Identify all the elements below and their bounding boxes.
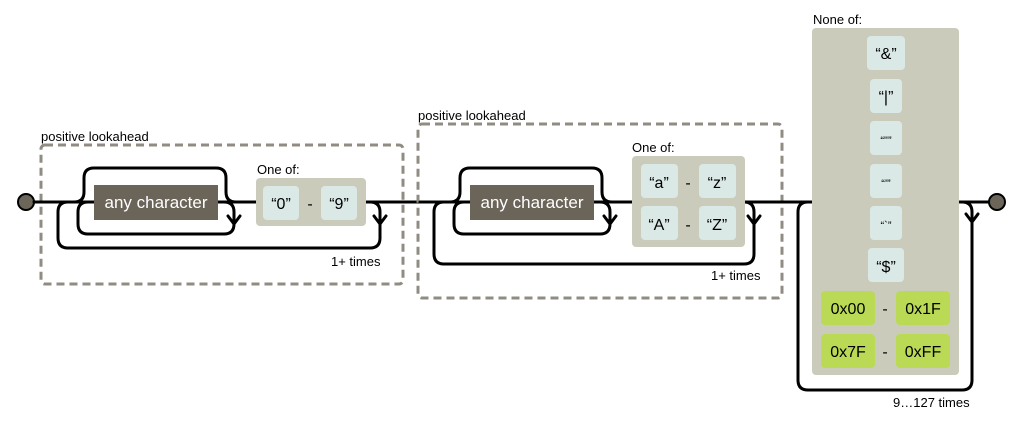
range-from: “0” <box>271 196 291 213</box>
hex-node <box>896 334 950 368</box>
literal-node <box>870 206 902 240</box>
range-to: 0x1F <box>905 301 941 318</box>
range-dash: - <box>685 217 690 234</box>
lookahead-label-1: positive lookahead <box>41 129 149 144</box>
repeat-label-3: 9…127 times <box>893 395 970 410</box>
arrow-down-icon <box>226 214 242 226</box>
repeat-loop <box>76 200 236 236</box>
literal-node <box>870 164 902 198</box>
hex-node <box>821 291 875 325</box>
range-to: “Z” <box>707 217 727 234</box>
hex-node <box>896 291 950 325</box>
start-point <box>17 193 35 211</box>
literal-value: “'” <box>881 178 891 190</box>
literal-node <box>699 206 736 240</box>
literal-value: “|” <box>879 89 894 106</box>
range-dash: - <box>307 196 312 213</box>
outer-repeat-loop <box>56 200 382 250</box>
literal-node <box>870 79 902 113</box>
arrow-down-icon <box>964 212 980 224</box>
literal-node <box>641 164 678 198</box>
range-from: “a” <box>649 175 669 192</box>
literal-node <box>641 206 678 240</box>
any-character-node <box>470 185 594 220</box>
literal-node <box>263 186 299 220</box>
range-to: “9” <box>329 196 349 213</box>
one-of-label: One of: <box>257 162 300 177</box>
range-from: 0x00 <box>831 301 866 318</box>
skip-path <box>72 166 238 204</box>
range-dash: - <box>685 175 690 192</box>
literal-value: “`” <box>881 220 892 232</box>
range-dash: - <box>882 344 887 361</box>
literal-node <box>867 36 905 70</box>
literal-node <box>868 248 904 282</box>
lookahead-group-2: positive lookahead 1+ times any characte… <box>416 108 814 300</box>
literal-node <box>870 121 902 155</box>
lookahead-group-1: positive lookahead 1+ times any characte… <box>32 129 422 286</box>
repeat-loop <box>452 200 612 236</box>
literal-node <box>699 164 736 198</box>
arrow-down-icon <box>746 214 762 226</box>
repeat-label-1: 1+ times <box>331 254 381 269</box>
charset-none-of <box>812 28 959 375</box>
literal-node <box>321 186 357 220</box>
arrow-down-icon <box>602 214 618 226</box>
outer-repeat-loop <box>796 200 974 392</box>
end-point <box>988 193 1006 211</box>
lookahead-box-1 <box>39 143 405 286</box>
any-character-node <box>94 185 218 220</box>
range-to: “z” <box>708 175 727 192</box>
literal-value: “&” <box>875 46 896 63</box>
range-from: 0x7F <box>830 344 866 361</box>
lookahead-box-2 <box>416 122 784 300</box>
repeat-label-2: 1+ times <box>711 268 761 283</box>
range-to: 0xFF <box>905 344 942 361</box>
range-from: “A” <box>648 217 669 234</box>
skip-path <box>448 166 614 204</box>
arrow-down-icon <box>372 214 388 226</box>
outer-repeat-loop <box>432 200 756 266</box>
one-of-label: One of: <box>632 140 675 155</box>
none-of-group: 9…127 times None of: “&” “|” “"” “'” “`”… <box>796 12 992 410</box>
literal-value: “"” <box>880 135 892 147</box>
hex-node <box>821 334 875 368</box>
any-character-label: any character <box>105 193 208 212</box>
lookahead-label-2: positive lookahead <box>418 108 526 123</box>
none-of-label: None of: <box>813 12 862 27</box>
literal-value: “$” <box>876 259 896 276</box>
range-dash: - <box>882 301 887 318</box>
any-character-label: any character <box>481 193 584 212</box>
